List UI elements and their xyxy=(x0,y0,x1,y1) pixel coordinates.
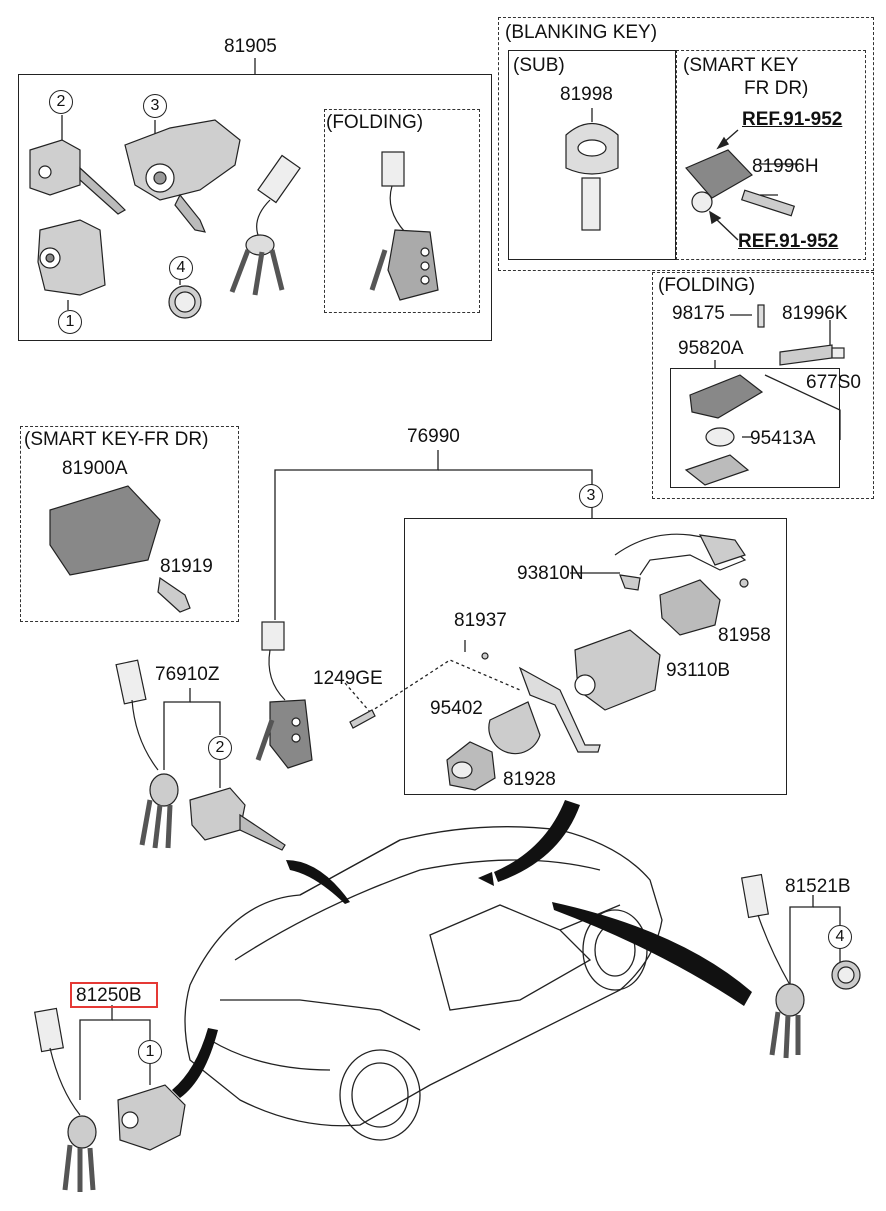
part-81905: 81905 xyxy=(224,36,277,57)
callout-2: 2 xyxy=(49,90,73,114)
folding-remote-box xyxy=(652,272,874,499)
callout-4: 4 xyxy=(169,256,193,280)
group-folding-remote: (FOLDING) xyxy=(658,275,756,296)
sub-key-box xyxy=(508,50,676,260)
blanking-key-box xyxy=(498,17,874,271)
part-81521B: 81521B xyxy=(785,876,851,897)
part-81919: 81919 xyxy=(160,556,213,577)
part-76990: 76990 xyxy=(407,426,460,447)
part-81958: 81958 xyxy=(718,625,771,646)
part-81928: 81928 xyxy=(503,769,556,790)
part-95820A: 95820A xyxy=(678,338,744,359)
part-81996H: 81996H xyxy=(752,156,819,177)
part-93810N: 93810N xyxy=(517,563,584,584)
smart-key-fr-dr-box xyxy=(20,426,239,622)
callout-4-cap: 4 xyxy=(828,925,852,949)
ignition-lock-box xyxy=(404,518,787,795)
part-93110B: 93110B xyxy=(666,660,731,681)
part-98175: 98175 xyxy=(672,303,725,324)
callout-2-door: 2 xyxy=(208,736,232,760)
part-81998: 81998 xyxy=(560,84,613,105)
group-box-81905 xyxy=(18,74,492,341)
ref-link-2[interactable]: REF.91-952 xyxy=(738,231,839,252)
part-677S0: 677S0 xyxy=(806,372,861,393)
smart-key-sub-box xyxy=(676,50,866,260)
highlight-81250B xyxy=(70,982,158,1008)
group-smart-key-fr-dr-module: (SMART KEY-FR DR) xyxy=(24,429,209,450)
part-81250B[interactable]: 81250B xyxy=(76,985,142,1006)
callout-3: 3 xyxy=(143,94,167,118)
part-81937: 81937 xyxy=(454,610,507,631)
part-81996K: 81996K xyxy=(782,303,848,324)
part-76910Z: 76910Z xyxy=(155,664,220,685)
group-blanking-key: (BLANKING KEY) xyxy=(505,22,658,43)
ref-link-1[interactable]: REF.91-952 xyxy=(742,109,843,130)
group-folding-key: (FOLDING) xyxy=(326,112,424,133)
callout-1-trunk: 1 xyxy=(138,1040,162,1064)
folding-key-box xyxy=(324,109,480,313)
callout-1: 1 xyxy=(58,310,82,334)
part-1249GE: 1249GE xyxy=(313,668,383,689)
group-smart-key-fr-dr: FR DR) xyxy=(744,78,809,99)
callout-3-ignition: 3 xyxy=(579,484,603,508)
part-95402: 95402 xyxy=(430,698,483,719)
group-smart-key: (SMART KEY xyxy=(683,55,799,76)
group-sub: (SUB) xyxy=(513,55,565,76)
part-95413A: 95413A xyxy=(750,428,816,449)
part-81900A: 81900A xyxy=(62,458,128,479)
